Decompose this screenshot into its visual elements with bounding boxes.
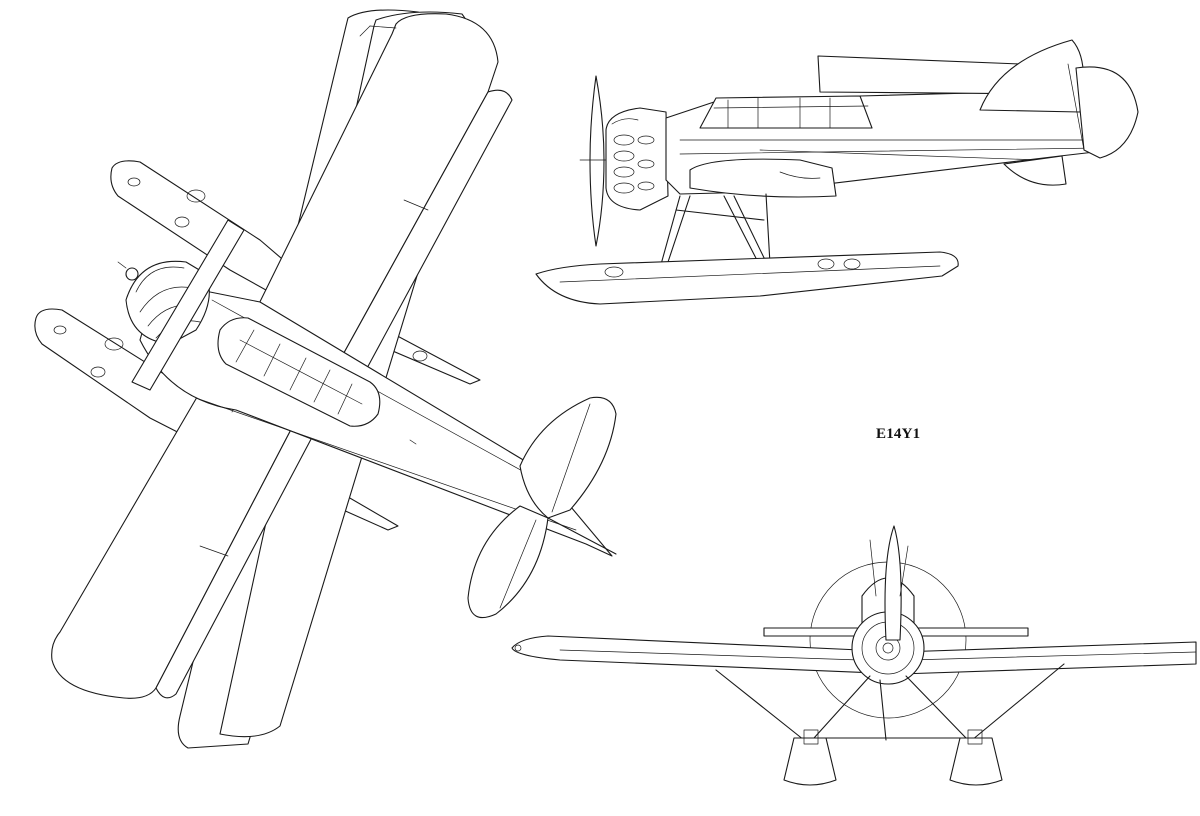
plan-wing-right bbox=[247, 13, 513, 371]
front-view bbox=[511, 525, 1197, 786]
side-view bbox=[535, 39, 1139, 305]
plan-tailplane bbox=[467, 396, 617, 619]
aircraft-designation-label: E14Y1 bbox=[876, 426, 921, 442]
plan-view bbox=[34, 9, 617, 749]
plan-fuselage bbox=[117, 219, 613, 557]
